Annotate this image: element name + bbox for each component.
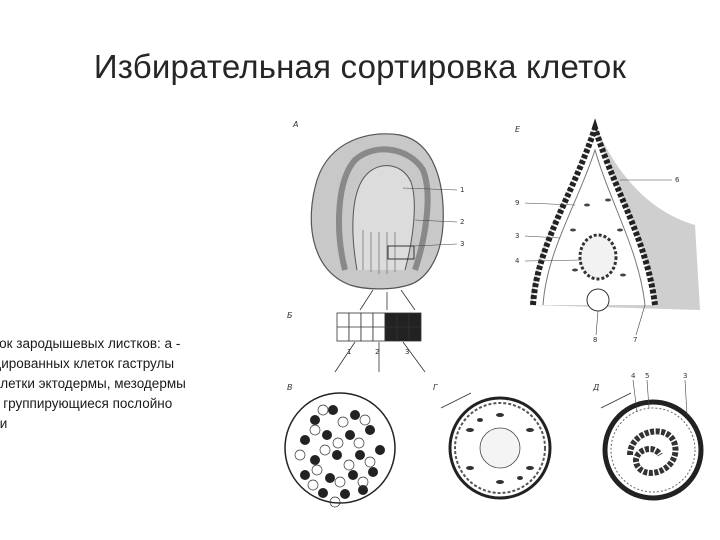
callout-number: 2 — [375, 348, 379, 356]
callout-number: 8 — [593, 336, 597, 344]
panel-label-g: Г — [433, 383, 438, 392]
caption-line: еток зародышевых листков: а - — [0, 336, 181, 351]
callout-number: 3 — [405, 348, 409, 356]
cell-sorting-figure: А 1 2 3 Б 1 2 3 — [284, 118, 704, 508]
panel-v-mixed-aggregate: В — [284, 383, 396, 508]
figure-caption: еток зародышевых листков: а - оцированны… — [0, 334, 266, 434]
panel-label-a: А — [292, 120, 298, 129]
panel-b-tissue-strip: Б 1 2 3 — [287, 311, 426, 373]
callout-number: 1 — [347, 348, 351, 356]
callout-number: 3 — [460, 240, 464, 248]
callout-number: 3 — [683, 372, 687, 380]
callout-number: 1 — [460, 186, 464, 194]
callout-number: 4 — [515, 257, 520, 265]
panel-label-v: В — [287, 383, 293, 392]
caption-line: зии — [0, 416, 8, 431]
panel-label-e: Е — [515, 125, 521, 134]
callout-number: 9 — [515, 199, 519, 207]
caption-line: - клетки эктодермы, мезодермы — [0, 376, 186, 391]
panel-e-embryo-section: Е 6 9 3 4 8 7 — [515, 118, 700, 344]
callout-number: 5 — [645, 372, 649, 380]
panel-d-layered-aggregate: Д 4 5 3 — [440, 372, 704, 501]
callout-number: 7 — [633, 336, 637, 344]
caption-line: ы, группирующиеся послойно — [0, 396, 173, 411]
panel-a-gastrula: А 1 2 3 — [292, 120, 464, 311]
callout-number: 4 — [631, 372, 636, 380]
panel-label-b: Б — [287, 311, 293, 320]
callout-number: 6 — [675, 176, 680, 184]
slide-title: Избирательная сортировка клеток — [93, 48, 627, 85]
panel-label-d: Д — [592, 383, 599, 392]
callout-number: 3 — [515, 232, 519, 240]
callout-number: 2 — [460, 218, 464, 226]
caption-line: оцированных клеток гаструлы — [0, 356, 175, 371]
panel-g-sorting-aggregate: Г — [433, 383, 552, 500]
